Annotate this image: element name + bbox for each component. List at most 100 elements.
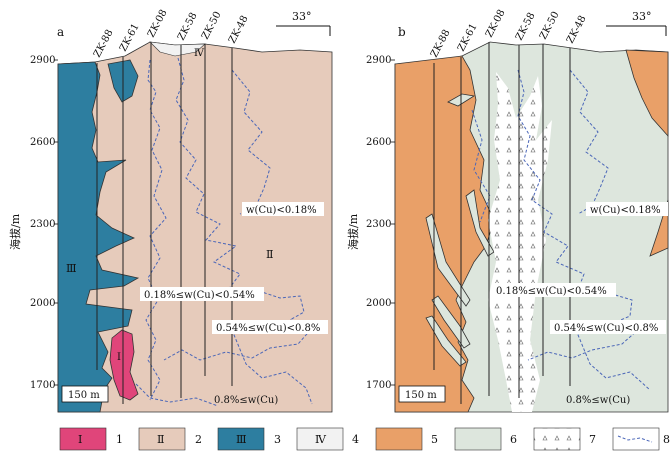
legend-number: 8 — [663, 433, 670, 446]
grade-label-bg — [586, 202, 668, 216]
legend-item-4: Ⅳ 4 — [296, 427, 359, 451]
contour-line-4 — [231, 329, 313, 405]
y-tick-label: 1700 — [30, 380, 55, 391]
well-label: ZK-50 — [200, 10, 224, 41]
rock-type-5-area — [394, 55, 495, 413]
legend-item-5: 5 — [375, 427, 438, 451]
panel-b-grade-labels: w(Cu)<0.18% 0.18%≤w(Cu)<0.54% 0.54%≤w(Cu… — [492, 202, 668, 406]
y-tick-label: 2600 — [366, 137, 391, 148]
well-label: ZK-58 — [514, 11, 538, 42]
y-tick-label: 2000 — [366, 298, 391, 309]
panel-a-compass-label: 33° — [292, 10, 312, 23]
panel-a-scale-bar: 150 m — [61, 385, 109, 403]
contour-line-3 — [231, 69, 271, 215]
y-tick-label: 2300 — [30, 219, 55, 230]
panel-a-grade-labels: w(Cu)<0.18% 0.18%≤w(Cu)<0.54% 0.54%≤w(Cu… — [140, 202, 328, 406]
panel-a-compass: 33° — [276, 10, 331, 36]
dyke — [425, 213, 471, 307]
contour-line-4 — [575, 329, 651, 391]
legend-item-6: 6 — [454, 427, 517, 451]
dyke — [425, 315, 467, 367]
panel-b-scale-bar: 150 m — [398, 385, 446, 403]
panel-b-y-axis: 2900 2600 2300 2000 1700 海拔/m — [346, 55, 395, 391]
legend-number: 7 — [589, 433, 596, 446]
panel-b-grade-contours — [471, 69, 651, 391]
well-label: ZK-08 — [484, 8, 508, 39]
grade-label-bg — [242, 202, 324, 216]
legend-symbol: Ⅰ — [78, 433, 82, 446]
legend-number: 1 — [116, 433, 123, 446]
well-label: ZK-08 — [146, 8, 170, 39]
contour-line-2 — [163, 57, 315, 361]
rock-type-5-right-mid — [649, 199, 669, 257]
y-axis-label: 海拔/m — [346, 213, 360, 250]
grade-label: w(Cu)<0.18% — [590, 205, 661, 216]
panel-b-compass: 33° — [606, 10, 667, 36]
contour-line-2 — [517, 69, 642, 361]
well-label: ZK-48 — [565, 14, 589, 45]
grade-label: 0.18%≤w(Cu)<0.54% — [496, 286, 607, 297]
y-ticks — [391, 59, 395, 386]
legend-symbol: Ⅱ — [157, 433, 164, 446]
zone-label-i: Ⅰ — [117, 352, 121, 363]
grade-label-bg — [212, 320, 328, 334]
zone-iii-area — [57, 61, 140, 413]
triangle-pattern-icon — [533, 427, 581, 451]
grade-label: 0.8%≤w(Cu) — [214, 395, 278, 406]
well-label: ZK-88 — [429, 28, 453, 59]
y-axis-label: 海拔/m — [8, 213, 22, 250]
y-tick-label: 2000 — [30, 298, 55, 309]
legend-number: 3 — [274, 433, 281, 446]
legend-item-8: 8 — [612, 427, 670, 451]
panel-a-y-axis: 2900 2600 2300 2000 1700 海拔/m — [8, 55, 58, 391]
legend-symbol: Ⅳ — [315, 433, 327, 446]
grade-label-bg — [550, 320, 666, 334]
zone-label-ii: Ⅱ — [266, 248, 273, 261]
y-tick-label: 2900 — [366, 55, 391, 66]
panel-b: b 33° — [346, 8, 669, 413]
well-label: ZK-50 — [538, 10, 562, 41]
legend-item-7: 7 — [533, 427, 596, 451]
grade-label-bg — [492, 283, 616, 297]
y-ticks — [54, 59, 58, 386]
well-label: ZK-88 — [92, 28, 116, 59]
grade-label: 0.18%≤w(Cu)<0.54% — [144, 290, 255, 301]
well-label: ZK-58 — [176, 11, 200, 42]
rock-type-5-upper-right — [625, 49, 669, 138]
scale-label: 150 m — [68, 390, 100, 401]
dyke — [465, 189, 495, 257]
grade-label: 0.8%≤w(Cu) — [566, 395, 630, 406]
grade-label: w(Cu)<0.18% — [246, 205, 317, 216]
grade-label: 0.54%≤w(Cu)<0.8% — [554, 323, 658, 334]
y-tick-label: 2300 — [366, 219, 391, 230]
y-tick-label: 1700 — [366, 380, 391, 391]
panel-b-letter: b — [398, 25, 406, 39]
legend-number: 4 — [352, 433, 359, 446]
dashed-contour-icon — [617, 435, 653, 443]
y-tick-label: 2600 — [30, 137, 55, 148]
legend-number: 6 — [510, 433, 517, 446]
legend: Ⅰ 1 Ⅱ 2 Ⅲ 3 Ⅳ 4 5 6 7 — [59, 427, 670, 451]
zone-label-iv: Ⅳ — [194, 48, 205, 59]
contour-line-3 — [569, 69, 609, 215]
contour-line-1 — [471, 109, 491, 223]
panel-b-compass-label: 33° — [632, 10, 652, 23]
panel-a-letter: a — [57, 25, 64, 39]
legend-number: 5 — [431, 433, 438, 446]
legend-symbol: Ⅲ — [236, 433, 247, 446]
panel-a: a 33° — [8, 8, 333, 413]
zone-label-iii: Ⅲ — [66, 262, 77, 275]
breccia-area — [488, 72, 552, 412]
legend-number: 2 — [195, 433, 202, 446]
legend-item-1: Ⅰ 1 — [59, 427, 123, 451]
well-label: ZK-48 — [227, 14, 251, 45]
zone-i-area — [109, 329, 139, 401]
scale-box — [61, 385, 109, 403]
contour-line-5 — [135, 383, 219, 407]
scale-label: 150 m — [405, 390, 437, 401]
legend-item-2: Ⅱ 2 — [138, 427, 202, 451]
legend-item-3: Ⅲ 3 — [217, 427, 281, 451]
grade-label: 0.54%≤w(Cu)<0.8% — [216, 323, 320, 334]
